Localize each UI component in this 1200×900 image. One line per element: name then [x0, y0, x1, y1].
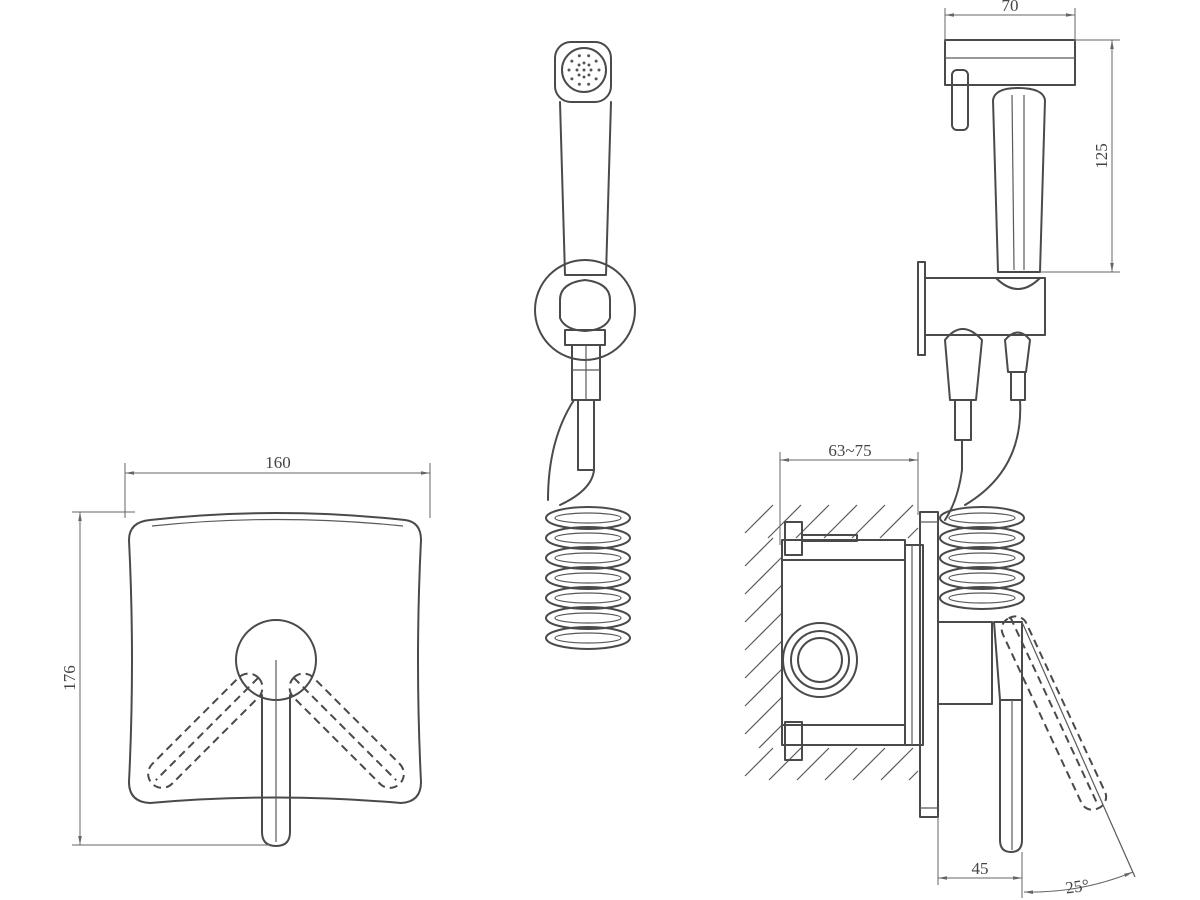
nozzle	[587, 73, 591, 77]
hose-loop-inner	[948, 512, 1016, 524]
hatch-line	[823, 504, 858, 539]
nozzle	[570, 77, 574, 81]
hose-loop	[545, 606, 631, 630]
lever-handle-side	[999, 699, 1023, 853]
nozzle	[587, 82, 591, 86]
hose-loop	[545, 546, 631, 570]
nozzle	[589, 68, 593, 72]
hatch-line	[744, 537, 774, 567]
hose-loop-inner	[948, 552, 1016, 564]
hose-loop	[939, 566, 1025, 590]
dimension-holder-width: 70	[1002, 0, 1019, 15]
wall-holder	[534, 259, 636, 361]
hose-loop-inner	[554, 612, 622, 624]
nozzle	[594, 59, 598, 63]
lever-raised-position	[1000, 615, 1108, 811]
hatch-line	[852, 747, 886, 781]
dimension-holder-height: 125	[1092, 143, 1111, 169]
spray-face	[561, 47, 607, 93]
holder-bracket	[944, 39, 1076, 86]
hose-loop	[545, 626, 631, 650]
nozzle	[575, 68, 579, 72]
hose-loop	[939, 506, 1025, 530]
hose-loop	[545, 586, 631, 610]
hose-loop	[545, 526, 631, 550]
hose-loop-inner	[554, 552, 622, 564]
hatch-line	[744, 504, 774, 534]
nozzle	[582, 75, 586, 79]
hatch-line	[744, 556, 783, 595]
hatch-line	[796, 747, 830, 781]
outlet-port	[782, 622, 858, 698]
nozzle	[577, 63, 581, 67]
nozzle	[582, 61, 586, 65]
cover-plate	[128, 512, 422, 804]
side-view: 70 125 63~75	[744, 0, 1136, 898]
nozzle	[577, 82, 581, 86]
hose-loop-inner	[948, 572, 1016, 584]
hatch-line	[744, 668, 783, 707]
hose-loop-inner	[554, 632, 622, 644]
nozzle-dots	[567, 54, 601, 86]
hatch-line	[824, 747, 858, 781]
dimension-front-width: 160	[265, 453, 291, 472]
hose-loop-inner	[948, 532, 1016, 544]
hose-loop	[545, 566, 631, 590]
nozzle	[582, 68, 586, 72]
hatch-line	[744, 612, 783, 651]
hose-loop	[939, 586, 1025, 610]
mounting-bolt	[784, 521, 803, 556]
hatch-line	[880, 747, 914, 781]
dimension-wall-depth: 63~75	[828, 441, 871, 460]
dimension-lever-angle: 25°	[1064, 875, 1090, 897]
lever-handle	[261, 694, 291, 847]
shower-head	[554, 41, 612, 103]
nozzle	[567, 68, 571, 72]
nozzle	[587, 63, 591, 67]
nozzle	[597, 68, 601, 72]
mounting-bolt	[784, 721, 803, 761]
hatch-line	[744, 747, 774, 777]
nozzle	[594, 77, 598, 81]
nozzle	[587, 54, 591, 58]
coiled-hose	[545, 506, 631, 650]
hatch-line	[744, 640, 783, 679]
hand-shower-view	[534, 41, 636, 650]
hatch-line	[744, 696, 783, 735]
hose-loop	[545, 506, 631, 530]
hose-loop-inner	[554, 532, 622, 544]
dimension-projection: 45	[972, 859, 989, 878]
wall-plate	[917, 261, 926, 356]
wall-hatching	[744, 504, 919, 781]
hatch-line	[851, 504, 886, 539]
nozzle	[577, 54, 581, 58]
hose-loop-inner	[554, 592, 622, 604]
hose-loop	[939, 526, 1025, 550]
shower-handle	[559, 101, 612, 276]
hatch-line	[879, 504, 914, 539]
lever-position-right	[288, 672, 405, 789]
nozzle	[570, 59, 574, 63]
hatch-line	[907, 527, 919, 539]
front-view: 160 176	[60, 453, 431, 847]
lever-position-left	[147, 672, 264, 789]
hose-loop	[939, 546, 1025, 570]
hose-loop-inner	[554, 512, 622, 524]
coiled-hose-side	[939, 506, 1025, 610]
dimension-front-height: 176	[60, 665, 79, 691]
hose-loop-inner	[948, 592, 1016, 604]
hatch-line	[744, 584, 783, 623]
mixer-body	[937, 621, 993, 705]
hatch-line	[768, 747, 802, 781]
hatch-line	[908, 770, 919, 781]
nozzle	[577, 73, 581, 77]
hatch-line	[758, 724, 783, 749]
hose-loop-inner	[554, 572, 622, 584]
shower-handle-side	[992, 87, 1046, 273]
